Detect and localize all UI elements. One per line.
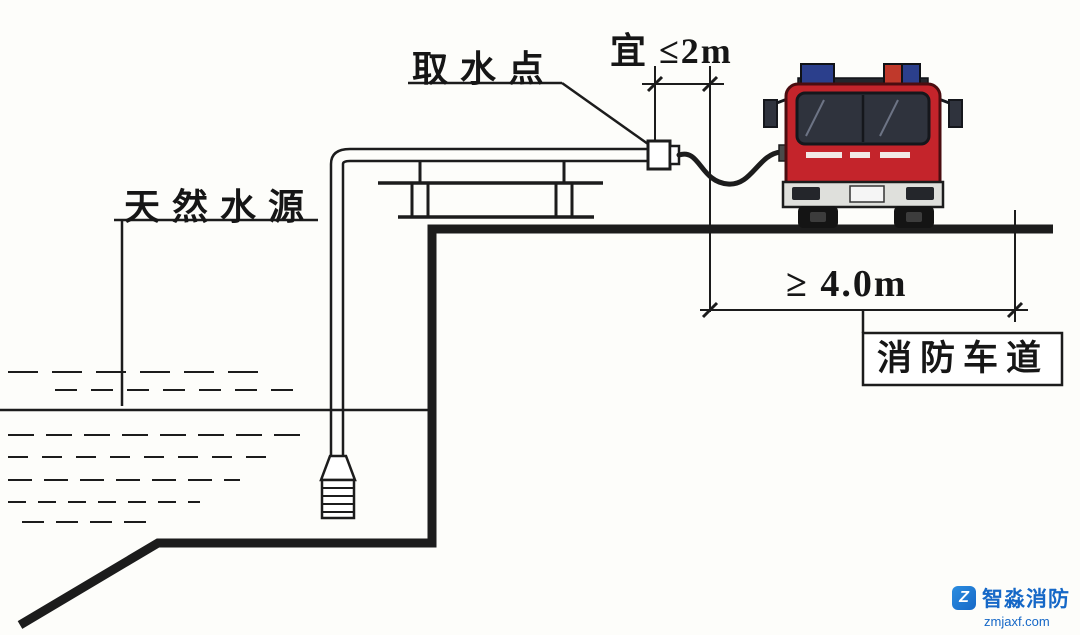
- intake-point-leader: [408, 81, 649, 146]
- intake-point-label: 取水点: [412, 49, 557, 89]
- intake-platform: [378, 161, 603, 219]
- water-surface-lines: [0, 371, 428, 523]
- fire-lane-box: [861, 310, 1064, 387]
- natural-water-source-label: 天然水源: [124, 187, 317, 227]
- watermark-brand: 智淼消防: [982, 588, 1070, 611]
- dimension-4m-label: ≥ 4.0m: [786, 263, 908, 305]
- dimension-2m: [642, 66, 724, 312]
- suction-hose: [676, 144, 793, 187]
- watermark-logo-icon: Z: [952, 586, 976, 610]
- natural-water-leader: [114, 218, 318, 406]
- watermark: Z 智淼消防 zmjaxf.com: [952, 583, 1070, 629]
- dimension-2m-label: 宜 ≤2m: [610, 31, 733, 71]
- suction-pipe: [329, 147, 650, 456]
- fire-truck: [763, 63, 963, 228]
- truck-mirror-right: [935, 96, 963, 128]
- ground-profile: [17, 224, 1053, 629]
- truck-wheels: [798, 206, 934, 228]
- watermark-url: zmjaxf.com: [984, 614, 1050, 629]
- foot-valve-strainer: [319, 454, 357, 520]
- fire-lane-label: 消防车道: [876, 339, 1049, 378]
- pipe-coupling: [646, 139, 681, 171]
- truck-bumper: [781, 180, 945, 209]
